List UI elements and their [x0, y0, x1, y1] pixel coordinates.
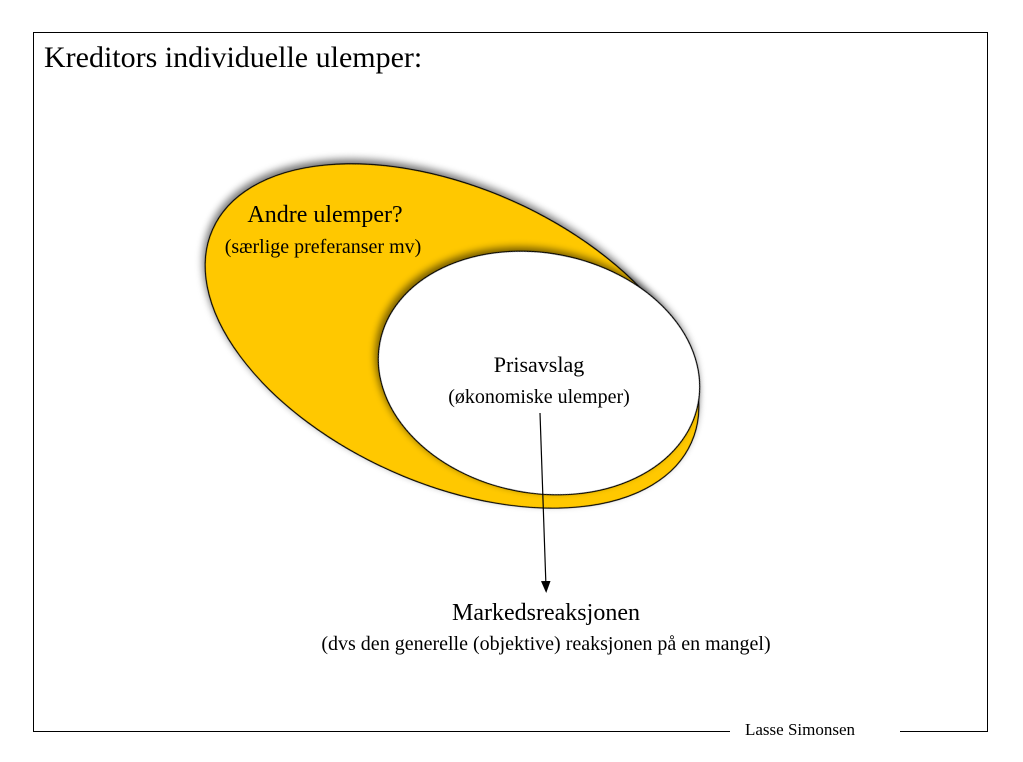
inner-ellipse-title: Prisavslag	[493, 352, 585, 377]
outer-ellipse-title: Andre ulemper?	[247, 202, 403, 228]
footer-rule-right	[900, 731, 988, 732]
market-reaction-title: Markedsreaksjonen	[452, 600, 640, 626]
market-reaction-subtitle: (dvs den generelle (objektive) reaksjone…	[321, 633, 771, 655]
inner-ellipse-subtitle: (økonomiske ulemper)	[448, 386, 630, 408]
slide-title: Kreditors individuelle ulemper:	[44, 41, 423, 74]
footer-rule-left	[33, 731, 730, 732]
slide-frame	[33, 32, 988, 732]
arrow-to-market	[539, 412, 551, 593]
footer-author: Lasse Simonsen	[745, 720, 856, 739]
outer-ellipse-subtitle: (særlige preferanser mv)	[224, 236, 422, 258]
inner-ellipse	[377, 250, 701, 496]
